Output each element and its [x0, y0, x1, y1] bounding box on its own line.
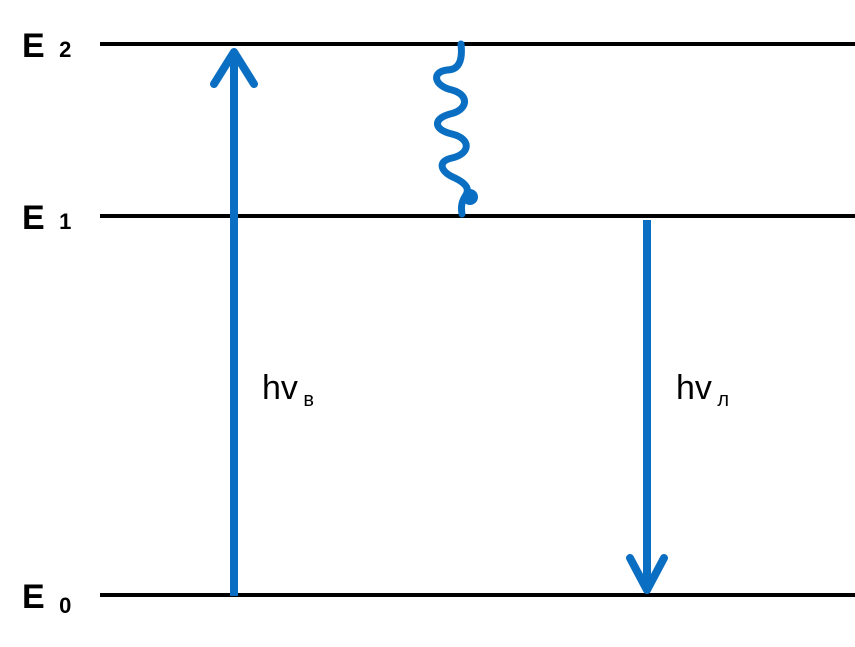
absorption-arrow-head — [210, 48, 258, 88]
energy-level-e0-label: E 0 — [22, 578, 71, 618]
absorption-label-subscript: в — [303, 389, 314, 411]
energy-level-e1-subscript: 1 — [59, 209, 71, 234]
energy-level-e1-label: E 1 — [22, 199, 71, 237]
nonradiative-wave-end-dot — [462, 189, 478, 205]
energy-level-e1-symbol: E — [22, 199, 45, 237]
absorption-label: hv в — [262, 369, 314, 411]
energy-level-e0-symbol: E — [22, 578, 45, 616]
nonradiative-wavy-arrow — [433, 40, 478, 218]
emission-arrow — [626, 220, 668, 594]
emission-arrow-head — [626, 554, 668, 594]
emission-label: hv л — [676, 369, 729, 411]
emission-label-subscript: л — [717, 389, 729, 411]
energy-level-e2-label: E 2 — [22, 27, 71, 65]
absorption-label-symbol: hv — [262, 369, 298, 407]
energy-level-e2-subscript: 2 — [59, 37, 71, 62]
emission-label-symbol: hv — [676, 369, 712, 407]
absorption-arrow — [210, 48, 258, 596]
energy-level-e0-subscript: 0 — [59, 593, 71, 618]
energy-level-e2-symbol: E — [22, 27, 45, 65]
nonradiative-wave-path — [433, 40, 471, 218]
